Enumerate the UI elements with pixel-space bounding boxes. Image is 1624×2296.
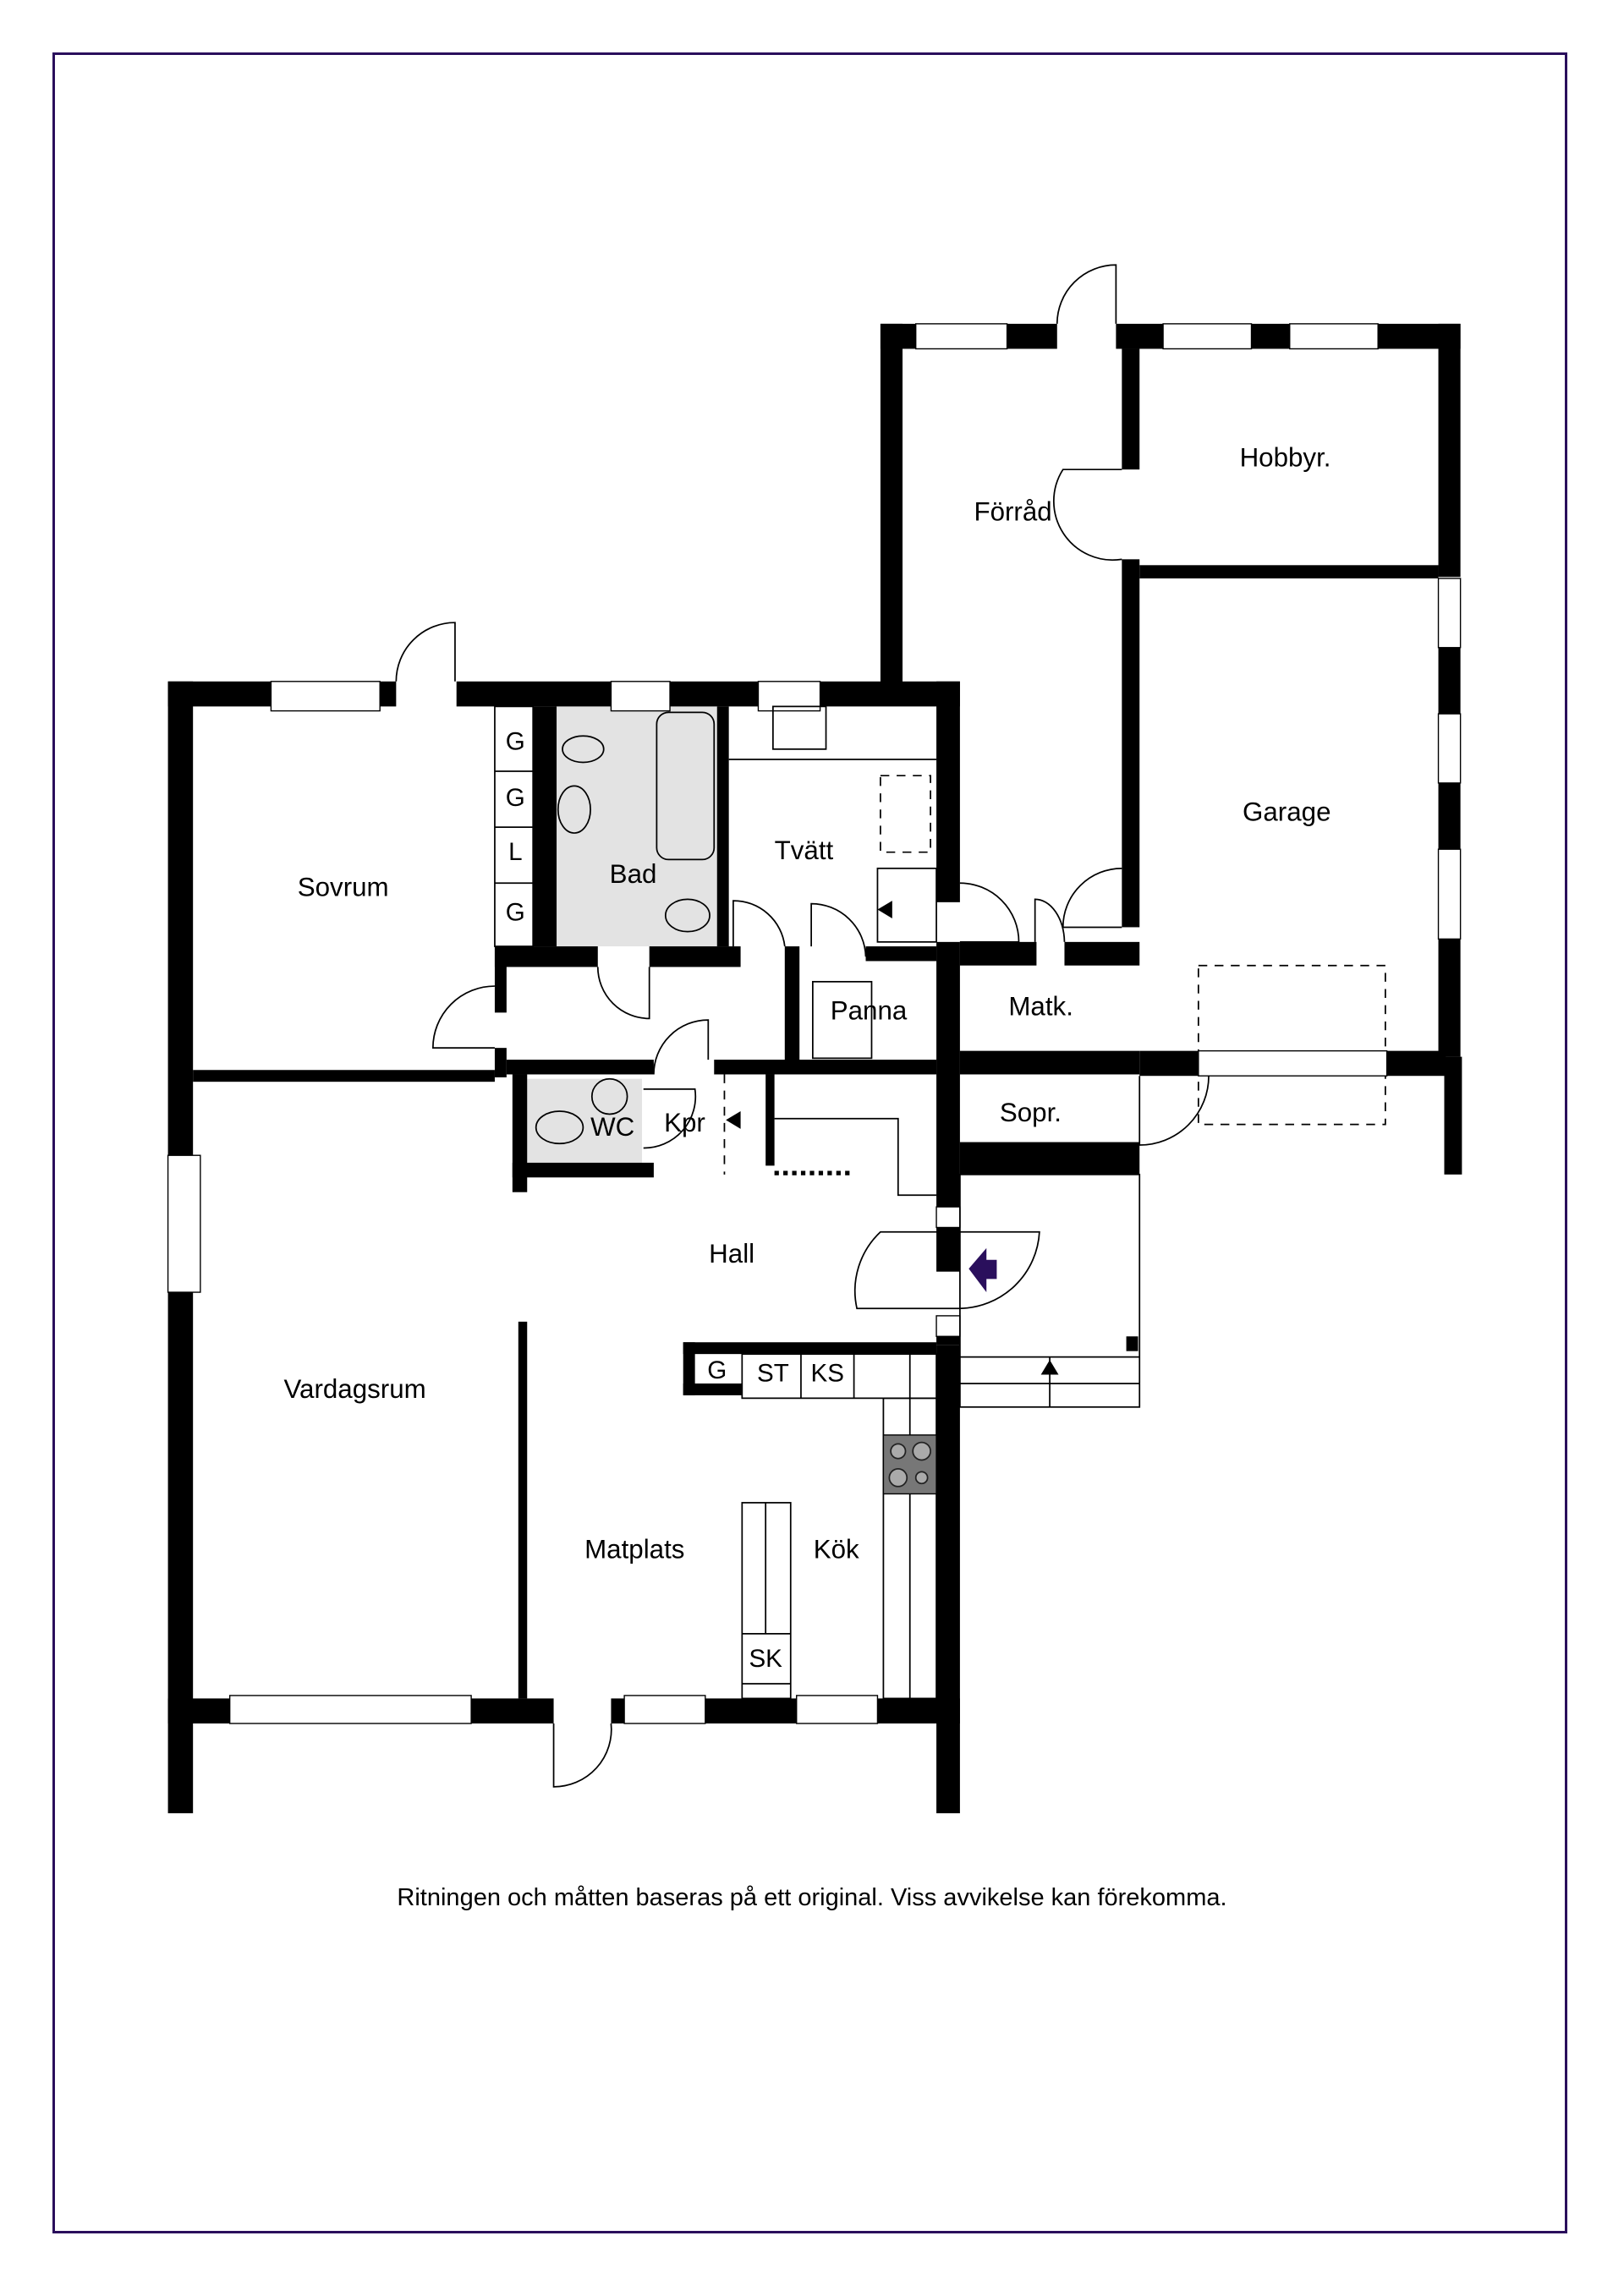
window (1289, 323, 1379, 350)
closet-label: L (508, 838, 522, 866)
entrance-door-swing (853, 1230, 960, 1310)
kitchen-unit-label: ST (757, 1359, 789, 1387)
door-swing (395, 622, 456, 682)
room-label-garage: Garage (1243, 797, 1330, 827)
bathtub-icon (656, 711, 716, 861)
room-label-matk: Matk. (1008, 991, 1073, 1021)
room-label-wc: WC (590, 1112, 634, 1142)
car-outline (1197, 964, 1386, 1126)
sink-icon (557, 785, 591, 834)
kitchen-counter (741, 1353, 937, 1400)
window (796, 1695, 879, 1724)
room-label-kok: Kök (814, 1535, 859, 1564)
stairs-up-arrow-icon (1040, 1360, 1059, 1375)
window (623, 1695, 706, 1724)
window (1437, 578, 1462, 649)
page-frame (52, 52, 1567, 2233)
basement-stairs (774, 1117, 937, 1197)
boiler-icon (812, 980, 873, 1060)
entrance-arrow-icon (968, 1247, 997, 1293)
disclaimer-text: Ritningen och måtten baseras på ett orig… (397, 1884, 1227, 1911)
window (935, 1206, 961, 1229)
room-label-bad: Bad (610, 859, 657, 889)
stairs-arrow-icon (726, 1110, 741, 1129)
garage-door (1198, 1049, 1388, 1077)
outbuilding-walls (880, 323, 1462, 1175)
entrance-door-swing (959, 1230, 1040, 1310)
door-swing (1052, 469, 1122, 562)
sink-icon (590, 1077, 628, 1115)
window (915, 323, 1008, 350)
window (167, 1154, 201, 1293)
door-swing (810, 902, 867, 957)
closet-label: G (506, 784, 525, 812)
door-swing (596, 967, 650, 1020)
door-swing (1062, 867, 1122, 929)
room-label-forrad: Förråd (974, 497, 1051, 527)
stove-icon (882, 1434, 937, 1495)
bathroom-floor (557, 706, 717, 947)
kitchen-unit-label: G (707, 1356, 727, 1384)
window (1162, 323, 1253, 350)
room-label-matplats: Matplats (584, 1535, 684, 1564)
door-swing (1138, 1076, 1210, 1146)
door-swing (732, 900, 786, 947)
closet-label: G (506, 899, 525, 927)
room-label-panna: Panna (831, 996, 908, 1026)
bidet-icon (562, 735, 605, 764)
door-swing (1034, 898, 1066, 942)
door-swing (1056, 264, 1117, 324)
stairs-arrow-icon (877, 901, 892, 918)
toilet-icon (535, 1110, 584, 1145)
room-label-sopr: Sopr. (1000, 1098, 1062, 1127)
door-swing (643, 1088, 697, 1149)
utility-sink-icon (772, 705, 827, 750)
door-swing (959, 882, 1020, 943)
window (270, 681, 381, 712)
window (1437, 848, 1462, 940)
stairs (876, 867, 937, 943)
window (228, 1695, 472, 1724)
room-label-kpr: Kpr (664, 1108, 705, 1137)
window (935, 1315, 961, 1337)
wc-floor (527, 1078, 642, 1163)
wardrobes (494, 705, 535, 947)
window (1437, 713, 1462, 784)
kitchen-unit-label: KS (811, 1359, 844, 1387)
appliance-outline (880, 775, 931, 853)
door-swing (653, 1019, 710, 1075)
room-label-tvatt: Tvätt (775, 836, 834, 865)
kitchen-unit-label: SK (749, 1645, 782, 1673)
toilet-icon (664, 898, 710, 933)
closet-label: G (506, 728, 525, 756)
room-label-vardagsrum: Vardagsrum (283, 1374, 425, 1404)
window (610, 681, 671, 712)
door-swing (431, 985, 495, 1049)
door-swing (552, 1723, 612, 1788)
room-label-hall: Hall (709, 1239, 754, 1269)
room-label-hobbyrum: Hobbyr. (1240, 442, 1331, 472)
house-walls (167, 681, 1140, 1814)
room-label-sovrum: Sovrum (298, 872, 389, 901)
